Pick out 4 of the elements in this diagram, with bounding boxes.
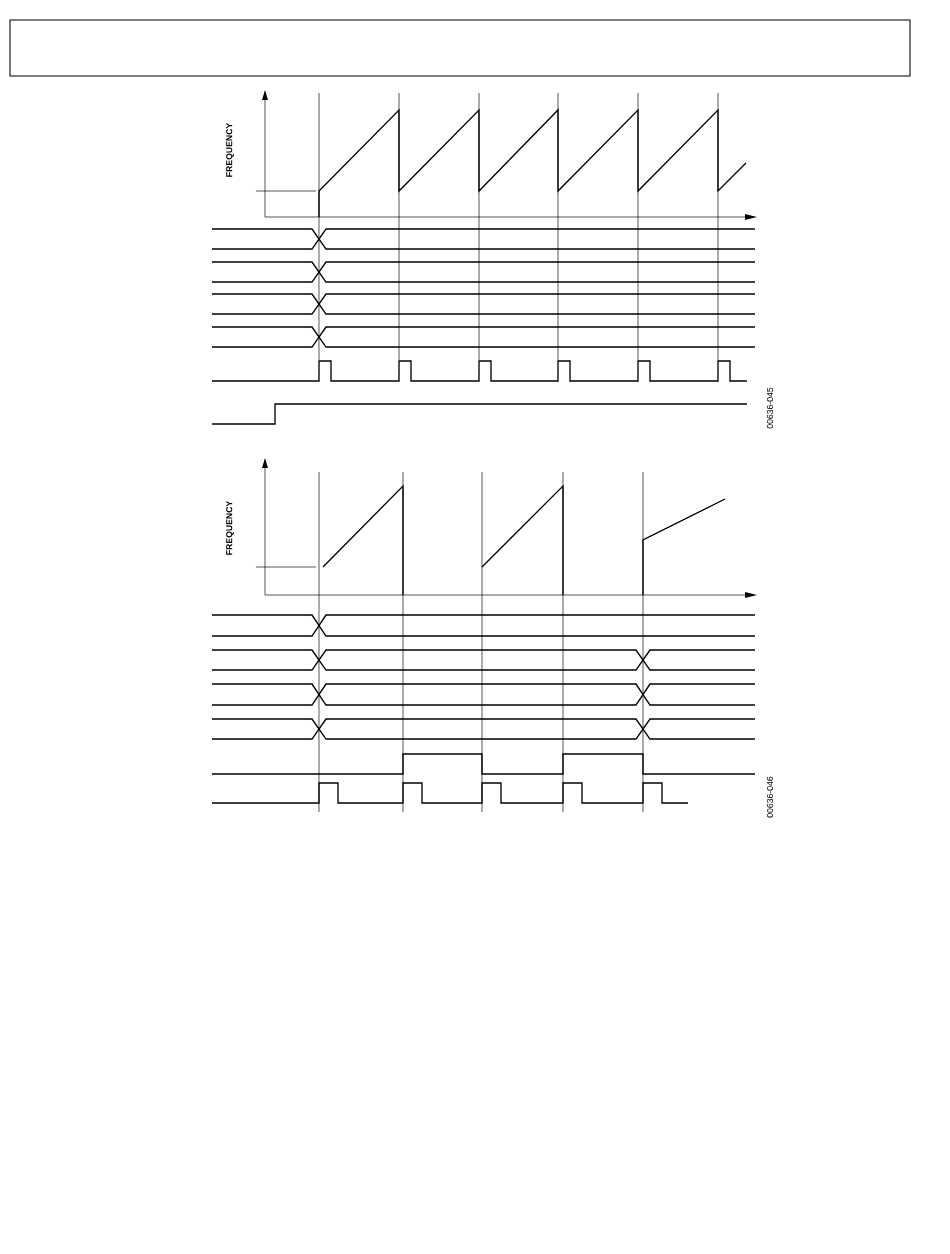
axis-label: FREQUENCY: [226, 500, 234, 555]
figure-number: 00636-045: [766, 387, 774, 429]
axis-label: FREQUENCY: [226, 122, 234, 177]
figure-number: 00636-046: [766, 776, 774, 818]
